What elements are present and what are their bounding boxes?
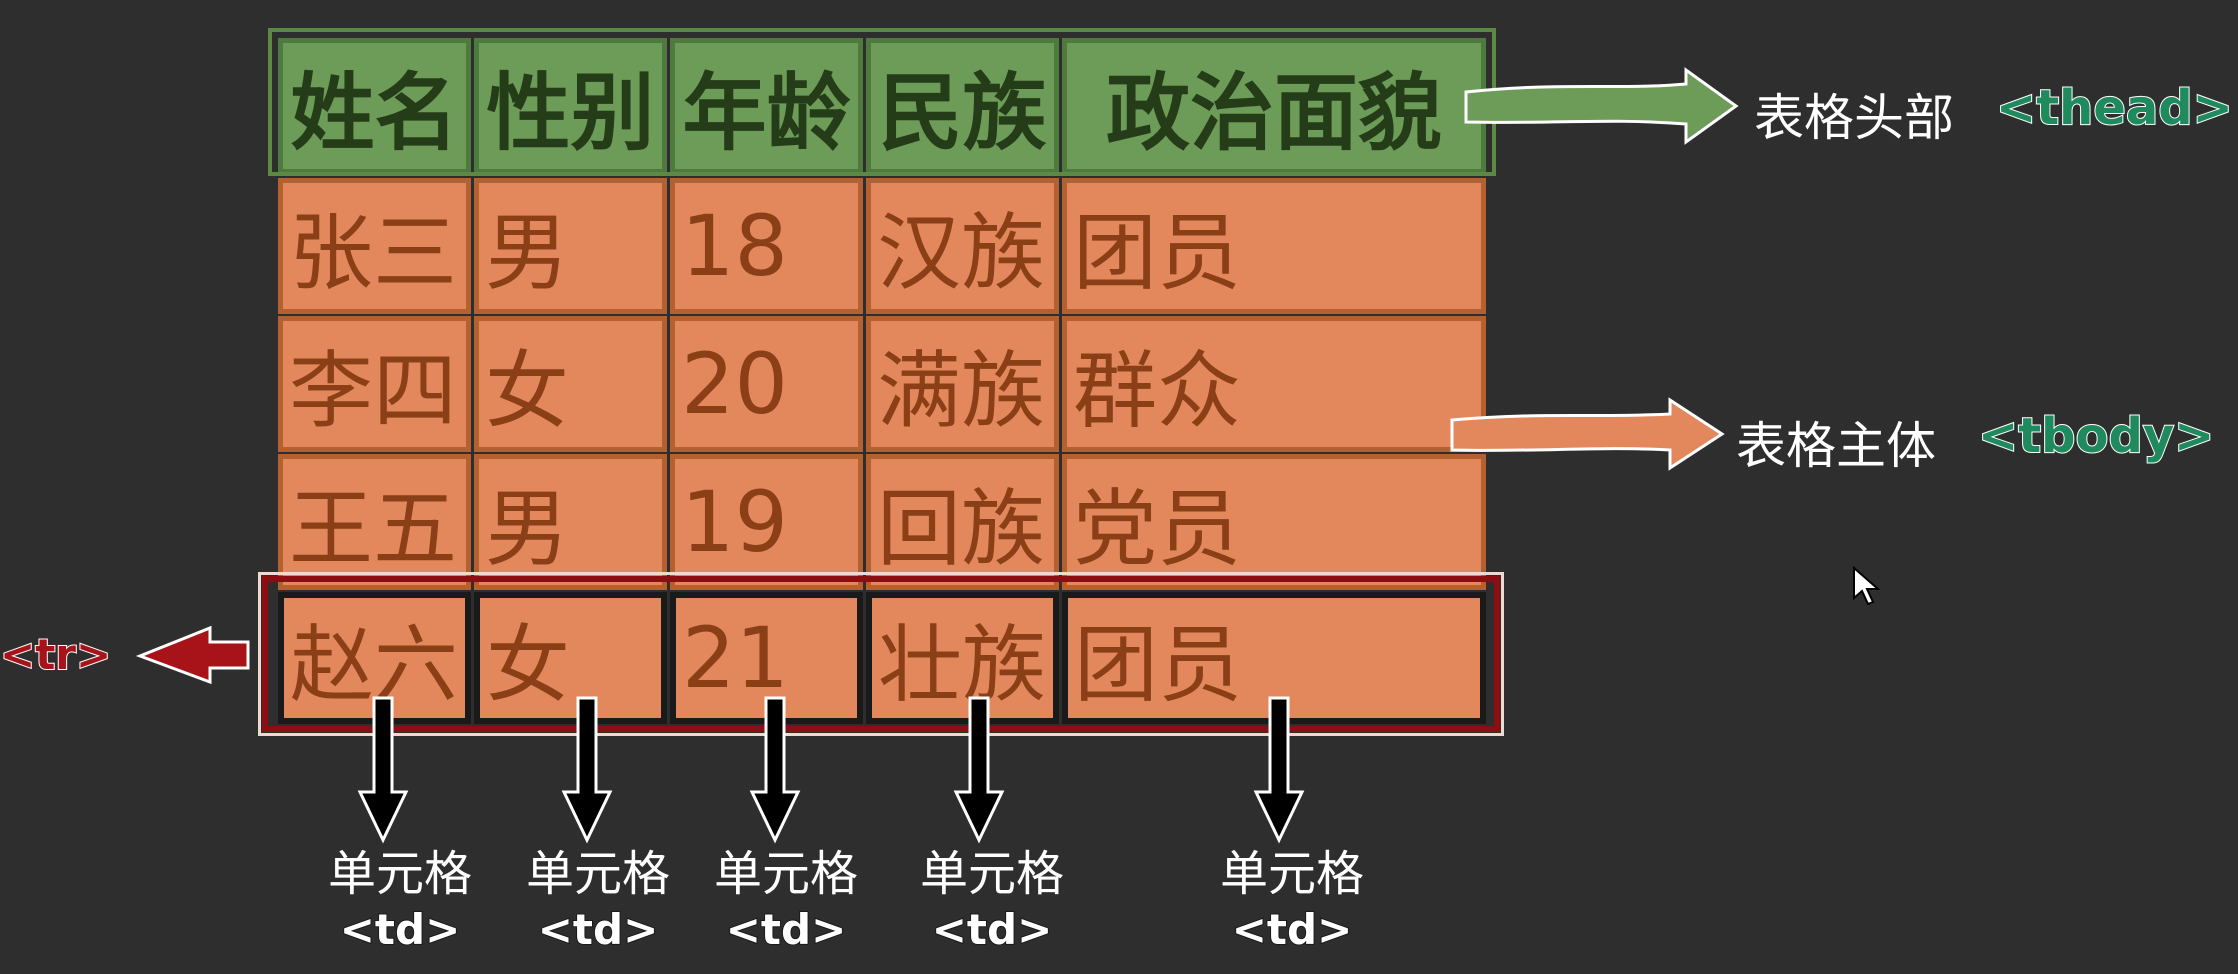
table-cell: 李四 [278,316,471,452]
td-label: 单元格 <td> [300,844,500,957]
table-cell: 回族 [866,454,1059,590]
td-label-cn: 单元格 [919,846,1064,902]
mouse-pointer-icon [1853,566,1881,606]
td-tag-label: <td> [1231,904,1354,955]
tr-tag-label: <tr> [0,629,112,680]
down-arrow-icon [561,696,613,844]
table-cell: 男 [474,178,667,314]
td-label: 单元格 <td> [1192,844,1392,957]
table-header-cell: 年龄 [670,38,863,174]
tbody-label: 表格主体 [1736,417,1936,475]
table-cell: 女 [474,316,667,452]
td-label: 单元格 <td> [892,844,1092,957]
table-cell: 18 [670,178,863,314]
table-cell: 20 [670,316,863,452]
down-arrow-icon [357,696,409,844]
table-cell: 张三 [278,178,471,314]
td-tag-label: <td> [339,904,462,955]
down-arrow-icon [953,696,1005,844]
td-tag-label: <td> [931,904,1054,955]
table-header-cell: 性别 [474,38,667,174]
right-arrow-icon [1464,67,1739,145]
table-header-cell: 民族 [866,38,1059,174]
table-cell: 党员 [1062,454,1486,590]
table-cell: 壮族 [866,592,1059,724]
left-arrow-icon [135,625,250,685]
table-cell: 男 [474,454,667,590]
thead-tag-label: <thead> [1995,79,2234,137]
table-cell: 群众 [1062,316,1486,452]
thead-label: 表格头部 [1754,89,1954,147]
down-arrow-icon [749,696,801,844]
td-label-cn: 单元格 [1219,846,1364,902]
table-header-cell: 姓名 [278,38,471,174]
td-label-cn: 单元格 [327,846,472,902]
td-label-cn: 单元格 [525,846,670,902]
td-label: 单元格 <td> [498,844,698,957]
tbody-tag-label: <tbody> [1977,407,2215,465]
right-arrow-icon [1450,397,1725,471]
table-cell: 19 [670,454,863,590]
table-cell: 女 [474,592,667,724]
down-arrow-icon [1253,696,1305,844]
table-cell: 王五 [278,454,471,590]
td-tag-label: <td> [725,904,848,955]
td-label: 单元格 <td> [686,844,886,957]
table-cell: 满族 [866,316,1059,452]
td-label-cn: 单元格 [713,846,858,902]
table-header-cell: 政治面貌 [1062,38,1486,174]
table-cell: 团员 [1062,178,1486,314]
td-tag-label: <td> [537,904,660,955]
table-cell: 汉族 [866,178,1059,314]
